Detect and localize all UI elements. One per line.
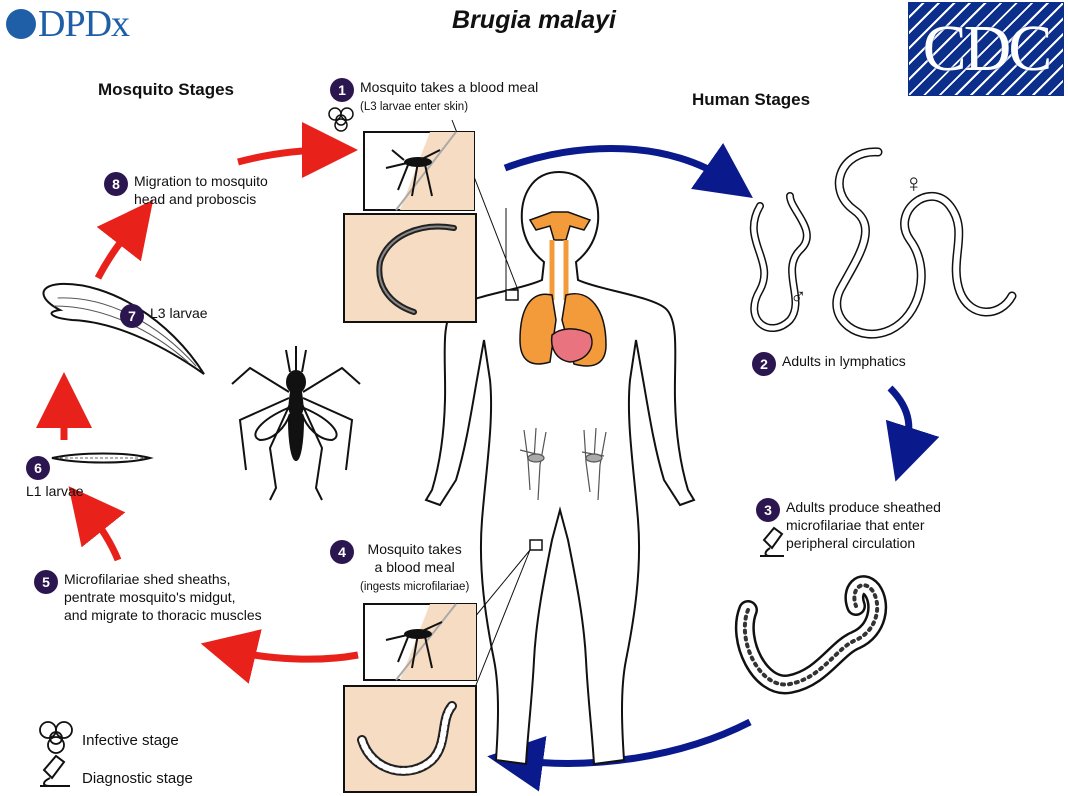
- male-symbol: ♂: [790, 284, 807, 310]
- female-symbol: ♀: [904, 168, 924, 199]
- stage-5-label: 5 Microfilariae shed sheaths, pentrate m…: [34, 570, 262, 624]
- arrow-7-to-8: [98, 222, 136, 278]
- stage-4-badge: 4: [330, 540, 354, 564]
- stage4-microfilaria-inset: [344, 686, 476, 792]
- biohazard-icon-legend: [40, 722, 72, 753]
- arrow-3-to-4: [515, 722, 750, 763]
- arrow-8-to-1: [238, 150, 330, 162]
- sample-box-hip: [530, 540, 542, 550]
- mosquito-stages-heading: Mosquito Stages: [98, 80, 234, 100]
- stage-1-label: 1 Mosquito takes a blood meal (L3 larvae…: [330, 78, 538, 116]
- stage-5-badge: 5: [34, 570, 58, 594]
- stage1-skin-inset: [364, 132, 474, 210]
- legend-infective-stage: Infective stage: [82, 732, 179, 749]
- l3-larva: [43, 284, 204, 374]
- human-stages-heading: Human Stages: [692, 90, 810, 110]
- arrow-4-to-5: [228, 650, 358, 659]
- stage-6-badge: 6: [26, 456, 50, 480]
- mosquito: [232, 346, 360, 500]
- stage-6-label: 6 L1 larvae: [26, 456, 84, 500]
- legend-diagnostic-stage: Diagnostic stage: [82, 770, 193, 787]
- microscope-icon-legend: [40, 756, 70, 786]
- stage-8-label: 8 Migration to mosquito head and probosc…: [104, 172, 268, 208]
- stage-7-badge: 7: [120, 304, 144, 328]
- sheathed-microfilaria: [745, 585, 877, 684]
- stage-2-badge: 2: [752, 352, 776, 376]
- arrow-2-to-3: [890, 388, 909, 455]
- stage-4-label: 4 Mosquito takes a blood meal (ingests m…: [330, 540, 469, 596]
- stage-3-badge: 3: [756, 498, 780, 522]
- arrow-5-to-6: [86, 508, 118, 560]
- stage1-larva-inset: [344, 214, 476, 322]
- stage-1-badge: 1: [330, 78, 354, 102]
- stage-3-label: 3 Adults produce sheathed microfilariae …: [756, 498, 941, 552]
- stage-8-badge: 8: [104, 172, 128, 196]
- diagram-title: Brugia malayi: [0, 6, 1068, 35]
- sample-box-shoulder: [506, 290, 518, 300]
- stage4-skin-inset: [364, 604, 476, 680]
